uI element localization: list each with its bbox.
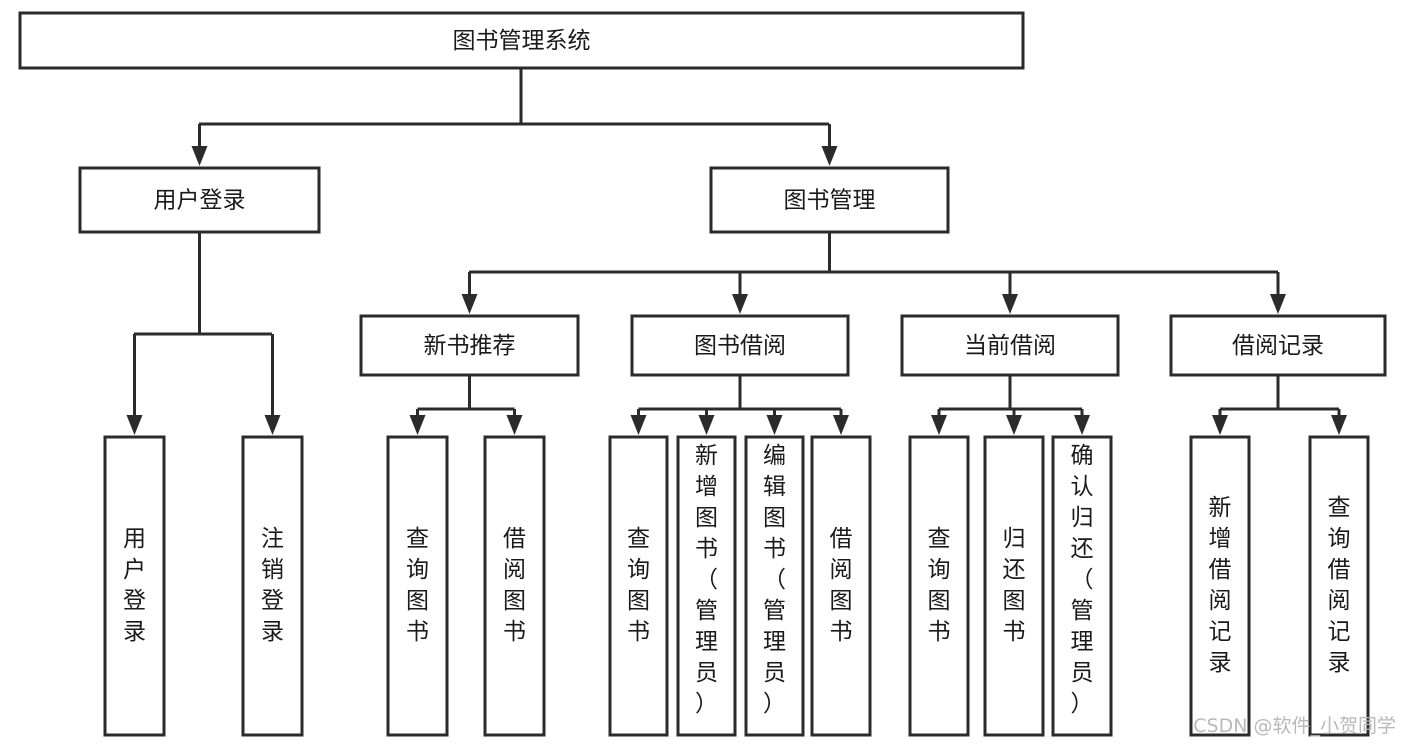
node-box bbox=[676, 435, 737, 737]
node-label-vertical: 新增借阅记录 bbox=[1209, 495, 1232, 676]
edge-current-borrow-to-leaf-confirm-return-head bbox=[1074, 415, 1090, 435]
node-box bbox=[630, 314, 850, 377]
node-label: 当前借阅 bbox=[964, 333, 1056, 359]
node-label-vertical: 归还图书 bbox=[1003, 526, 1026, 645]
node-label-vertical: 新增图书（管理员） bbox=[695, 443, 718, 717]
node-label-vertical: 借阅图书 bbox=[830, 526, 853, 645]
edge-root-to-user-login-head bbox=[191, 146, 208, 166]
edge-bookmanage-to-current-borrow-head bbox=[1002, 294, 1018, 314]
node-label: 新书推荐 bbox=[424, 333, 516, 359]
node-label-vertical: 编辑图书（管理员） bbox=[763, 443, 786, 717]
node-box bbox=[983, 435, 1045, 737]
node-box bbox=[608, 435, 669, 737]
node-box bbox=[1051, 435, 1113, 737]
node-label-vertical: 查询图书 bbox=[627, 526, 650, 645]
edge-bookmanage-to-book-borrow-head bbox=[732, 294, 748, 314]
node-label: 借阅记录 bbox=[1232, 333, 1324, 359]
edge-root-to-book-manage-head bbox=[821, 146, 838, 166]
node-label-vertical: 确认归还（管理员） bbox=[1071, 443, 1094, 717]
node-box bbox=[900, 314, 1120, 377]
edge-book-borrow-to-leaf-edit-book-head bbox=[766, 415, 783, 435]
node-borrow-record[interactable]: 借阅记录 bbox=[1169, 314, 1387, 377]
node-label-vertical: 查询借阅记录 bbox=[1328, 495, 1351, 676]
node-box bbox=[103, 435, 166, 737]
edge-book-borrow-to-leaf-query-book-2-head bbox=[630, 415, 647, 435]
node-label-vertical: 用户登录 bbox=[123, 526, 146, 645]
node-leaf-add-book[interactable]: 新增图书（管理员） bbox=[676, 435, 737, 737]
node-leaf-edit-book[interactable]: 编辑图书（管理员） bbox=[744, 435, 805, 737]
node-root[interactable]: 图书管理系统 bbox=[18, 11, 1025, 70]
node-box bbox=[744, 435, 805, 737]
connectors-layer bbox=[126, 68, 1347, 435]
node-box bbox=[241, 435, 304, 737]
edge-book-borrow-to-leaf-borrow-book-2-head bbox=[833, 415, 849, 435]
edge-borrow-record-to-leaf-add-record-head bbox=[1212, 415, 1228, 435]
node-box bbox=[908, 435, 970, 737]
node-leaf-query-book-2[interactable]: 查询图书 bbox=[608, 435, 669, 737]
edge-bookmanage-to-borrow-record-head bbox=[1270, 294, 1286, 314]
node-label: 图书管理系统 bbox=[453, 28, 591, 54]
node-leaf-borrow-book-1[interactable]: 借阅图书 bbox=[483, 435, 546, 737]
edge-userlogin-to-leaf-user-login-head bbox=[126, 415, 143, 435]
node-box bbox=[1169, 314, 1387, 377]
node-user-login[interactable]: 用户登录 bbox=[78, 166, 321, 234]
node-current-borrow[interactable]: 当前借阅 bbox=[900, 314, 1120, 377]
edge-new-book-rec-to-leaf-query-book-1-head bbox=[409, 415, 426, 435]
node-box bbox=[810, 435, 872, 737]
node-label-vertical: 查询图书 bbox=[928, 526, 951, 645]
node-box bbox=[78, 166, 321, 234]
edge-current-borrow-to-leaf-query-book-3-head bbox=[931, 415, 947, 435]
node-box bbox=[386, 435, 449, 737]
node-box bbox=[709, 166, 950, 234]
node-label: 用户登录 bbox=[154, 188, 246, 214]
edge-book-borrow-to-leaf-add-book-head bbox=[698, 415, 715, 435]
node-label: 图书借阅 bbox=[694, 333, 786, 359]
node-book-manage[interactable]: 图书管理 bbox=[709, 166, 950, 234]
node-label-vertical: 借阅图书 bbox=[503, 526, 526, 645]
node-leaf-add-record[interactable]: 新增借阅记录 bbox=[1189, 435, 1251, 737]
node-leaf-query-book-1[interactable]: 查询图书 bbox=[386, 435, 449, 737]
edge-new-book-rec-to-leaf-borrow-book-1-head bbox=[506, 415, 523, 435]
node-label-vertical: 注销登录 bbox=[261, 526, 284, 645]
node-leaf-return-book[interactable]: 归还图书 bbox=[983, 435, 1045, 737]
node-leaf-confirm-return[interactable]: 确认归还（管理员） bbox=[1051, 435, 1113, 737]
node-new-book-rec[interactable]: 新书推荐 bbox=[359, 314, 580, 377]
node-label-vertical: 查询图书 bbox=[406, 526, 429, 645]
node-book-borrow[interactable]: 图书借阅 bbox=[630, 314, 850, 377]
node-label: 图书管理 bbox=[784, 188, 876, 214]
nodes-layer: 图书管理系统用户登录图书管理新书推荐图书借阅当前借阅借阅记录用户登录注销登录查询… bbox=[18, 11, 1387, 737]
edge-borrow-record-to-leaf-query-record-head bbox=[1331, 415, 1347, 435]
node-leaf-user-login[interactable]: 用户登录 bbox=[103, 435, 166, 737]
node-leaf-borrow-book-2[interactable]: 借阅图书 bbox=[810, 435, 872, 737]
node-box bbox=[1308, 435, 1370, 737]
node-leaf-query-book-3[interactable]: 查询图书 bbox=[908, 435, 970, 737]
node-leaf-logout[interactable]: 注销登录 bbox=[241, 435, 304, 737]
node-box bbox=[1189, 435, 1251, 737]
node-leaf-query-record[interactable]: 查询借阅记录 bbox=[1308, 435, 1370, 737]
node-box bbox=[359, 314, 580, 377]
edge-userlogin-to-leaf-logout-head bbox=[264, 415, 281, 435]
csdn-watermark: CSDN @软件_小贺同学 bbox=[1193, 715, 1396, 737]
node-box bbox=[18, 11, 1025, 70]
edge-current-borrow-to-leaf-return-book-head bbox=[1006, 415, 1022, 435]
node-box bbox=[483, 435, 546, 737]
edge-bookmanage-to-new-book-rec-head bbox=[461, 294, 478, 314]
